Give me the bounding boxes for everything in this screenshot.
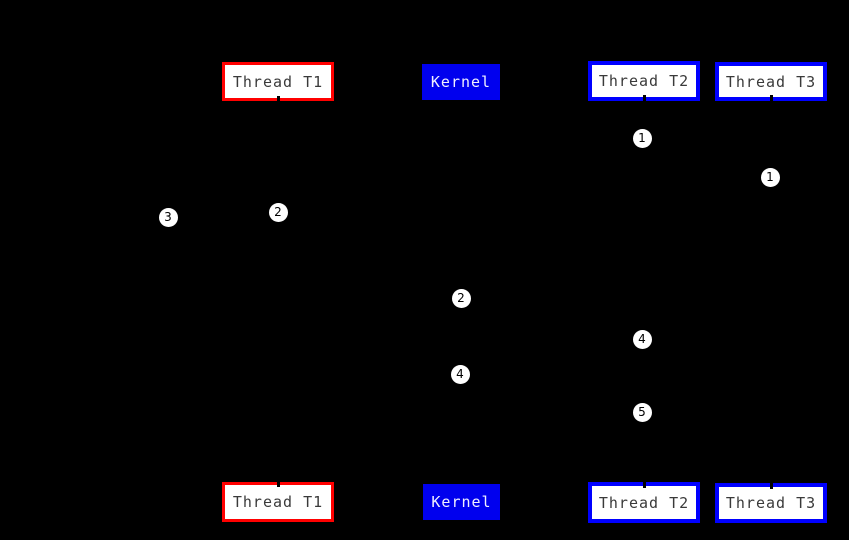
step-marker-2: 2 xyxy=(451,288,471,308)
step-marker-4: 4 xyxy=(632,329,652,349)
node-label: Thread T1 xyxy=(232,493,324,511)
node-box-thread-t1-top: Thread T1 xyxy=(222,62,334,102)
lifeline-tick xyxy=(769,95,773,101)
node-label: Thread T2 xyxy=(598,72,690,90)
node-label: Kernel xyxy=(430,73,492,91)
node-box-thread-t3-bottom: Thread T3 xyxy=(715,483,827,523)
node-box-thread-t2-bottom: Thread T2 xyxy=(588,482,700,523)
node-label: Thread T3 xyxy=(725,72,817,91)
lifeline-tick xyxy=(276,481,280,487)
node-label: Thread T3 xyxy=(725,494,817,512)
lifeline-tick xyxy=(642,95,646,101)
step-marker-4: 4 xyxy=(450,364,470,384)
step-marker-1: 1 xyxy=(632,128,652,148)
node-label: Thread T1 xyxy=(232,72,324,91)
node-box-kernel-top: Kernel xyxy=(422,64,500,100)
node-box-kernel-bottom: Kernel xyxy=(423,484,500,520)
step-marker-1: 1 xyxy=(760,167,780,187)
step-marker-5: 5 xyxy=(632,402,652,422)
step-marker-3: 3 xyxy=(158,207,178,227)
node-label: Thread T2 xyxy=(598,493,690,512)
step-marker-2: 2 xyxy=(268,202,288,222)
node-box-thread-t1-bottom: Thread T1 xyxy=(222,481,334,522)
node-box-thread-t3-top: Thread T3 xyxy=(715,62,827,101)
lifeline-tick xyxy=(276,96,280,102)
node-label: Kernel xyxy=(431,493,492,511)
lifeline-tick xyxy=(769,483,773,489)
lifeline-tick xyxy=(642,482,646,488)
node-box-thread-t2-top: Thread T2 xyxy=(588,61,700,101)
